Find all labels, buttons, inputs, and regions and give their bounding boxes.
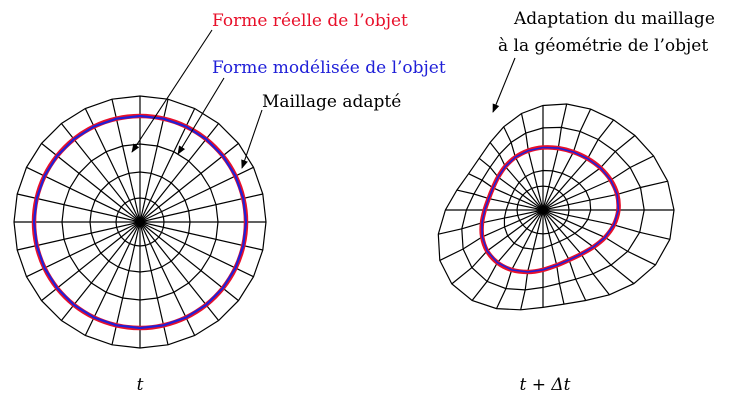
mesh-spoke xyxy=(542,108,592,211)
mesh-spoke xyxy=(520,113,544,211)
mesh-spoke xyxy=(542,209,610,296)
right-adapted-mesh xyxy=(437,103,675,311)
mesh-spoke xyxy=(489,142,544,211)
mesh-spoke xyxy=(438,209,544,235)
label-time-left: t xyxy=(137,375,144,395)
mesh-spoke xyxy=(520,209,544,310)
mesh-spoke xyxy=(542,209,565,305)
label-adaptation-line1: Adaptation du maillage xyxy=(513,9,715,29)
mesh-spoke xyxy=(542,209,671,240)
mesh-spoke xyxy=(439,209,544,261)
label-adapted-mesh: Maillage adapté xyxy=(262,92,401,112)
label-real-shape: Forme réelle de l’objet xyxy=(212,11,408,31)
mesh-spoke xyxy=(503,126,544,211)
label-modeled-shape: Forme modélisée de l’objet xyxy=(212,58,446,78)
mesh-spoke xyxy=(456,189,544,211)
mesh-spoke xyxy=(542,103,568,211)
mesh-spoke xyxy=(542,209,656,266)
label-time-right: t + Δt xyxy=(520,375,571,395)
mesh-spoke xyxy=(542,209,635,285)
mesh-spoke xyxy=(542,209,587,301)
mesh-spoke xyxy=(451,209,544,285)
arrow-adaptation xyxy=(492,57,516,113)
left-circular-mesh xyxy=(13,95,267,349)
mesh-spoke xyxy=(495,209,544,309)
mesh-spoke xyxy=(468,173,544,211)
label-adaptation-line2: à la géométrie de l’objet xyxy=(498,36,708,56)
mesh-spoke xyxy=(471,209,544,301)
arrow-adapted-mesh xyxy=(241,109,263,169)
right-modeled-shape-contour xyxy=(481,146,620,273)
mesh-spoke xyxy=(542,180,668,211)
mesh-spoke xyxy=(542,135,636,211)
mesh-spoke xyxy=(542,155,654,211)
arrow-modeled-shape xyxy=(177,77,225,155)
mesh-spoke xyxy=(542,119,615,211)
arrow-real-shape xyxy=(131,29,213,153)
mesh-spoke xyxy=(478,157,544,211)
